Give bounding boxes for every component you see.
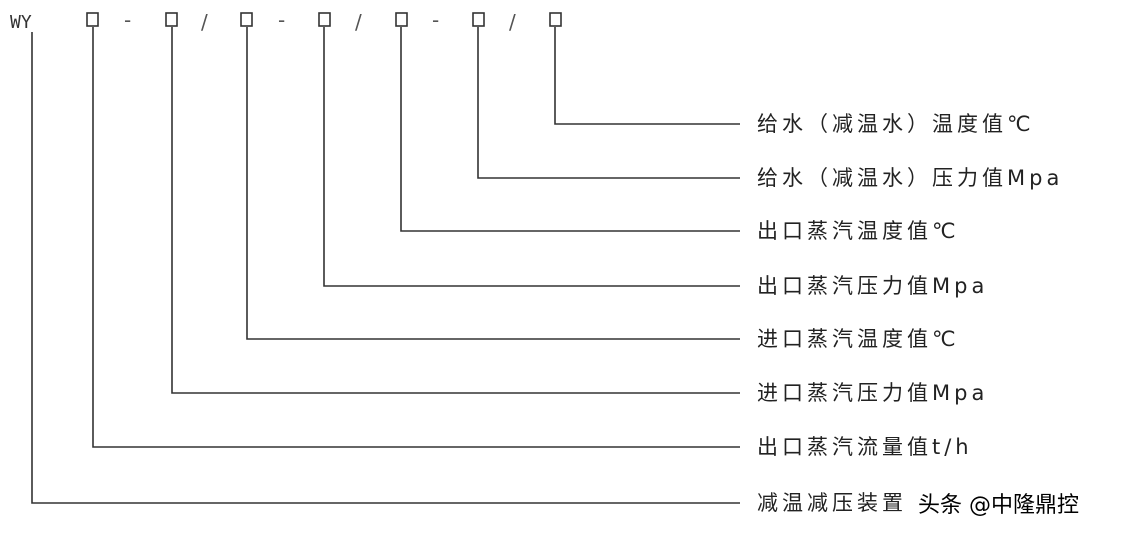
code-slot-5 bbox=[395, 12, 408, 27]
label-outlet-steam-temperature: 出口蒸汽温度值℃ bbox=[757, 219, 960, 243]
code-separator-5: - bbox=[432, 8, 439, 32]
code-slot-3 bbox=[240, 12, 253, 27]
code-separator-6: / bbox=[509, 10, 516, 34]
watermark-text: 头条 @中隆鼎控 bbox=[918, 493, 1079, 518]
code-slot-4 bbox=[318, 12, 331, 27]
code-separator-2: / bbox=[201, 10, 208, 34]
leader-line-7 bbox=[92, 27, 740, 448]
code-slot-7 bbox=[549, 12, 562, 27]
label-feedwater-pressure: 给水（减温水）压力值Mpa bbox=[757, 166, 1063, 190]
code-prefix: WY bbox=[10, 12, 32, 33]
label-inlet-steam-pressure: 进口蒸汽压力值Mpa bbox=[757, 381, 988, 405]
leader-line-2 bbox=[477, 27, 740, 179]
label-outlet-steam-flow: 出口蒸汽流量值t/h bbox=[757, 435, 973, 459]
leader-line-6 bbox=[171, 27, 740, 394]
leader-line-1 bbox=[554, 27, 740, 125]
leader-line-8 bbox=[31, 32, 740, 504]
leader-line-3 bbox=[400, 27, 740, 232]
label-inlet-steam-temperature: 进口蒸汽温度值℃ bbox=[757, 327, 960, 351]
label-feedwater-temperature: 给水（减温水）温度值℃ bbox=[757, 112, 1035, 136]
leader-line-4 bbox=[323, 27, 740, 287]
code-separator-1: - bbox=[124, 8, 131, 32]
label-outlet-steam-pressure: 出口蒸汽压力值Mpa bbox=[757, 274, 988, 298]
code-slot-2 bbox=[165, 12, 178, 27]
code-slot-6 bbox=[472, 12, 485, 27]
label-device-name: 减温减压装置 bbox=[757, 491, 907, 515]
code-separator-4: / bbox=[355, 10, 362, 34]
code-separator-3: - bbox=[278, 8, 285, 32]
leader-line-5 bbox=[246, 27, 740, 340]
code-slot-1 bbox=[86, 12, 99, 27]
